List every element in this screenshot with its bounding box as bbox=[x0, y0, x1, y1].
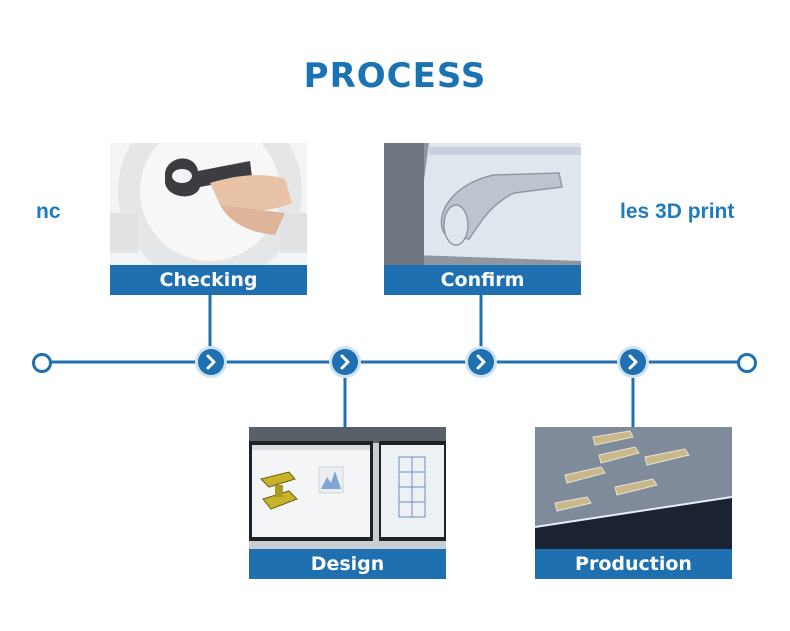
checking-photo bbox=[110, 143, 307, 265]
step-label-production: Production bbox=[535, 549, 732, 579]
step-label-checking: Checking bbox=[110, 265, 307, 295]
design-photo bbox=[249, 427, 446, 549]
timeline-start-ring-icon bbox=[32, 353, 52, 373]
chevron-right-icon bbox=[620, 349, 646, 375]
step-card-checking: Checking bbox=[110, 143, 307, 295]
confirm-photo bbox=[384, 143, 581, 265]
page-title: PROCESS bbox=[303, 56, 487, 96]
step-label-design: Design bbox=[249, 549, 446, 579]
step-card-production: Production bbox=[535, 427, 732, 579]
step-label-confirm: Confirm bbox=[384, 265, 581, 295]
background-text-right: les 3D print bbox=[620, 200, 735, 223]
background-text-left: nс bbox=[36, 200, 61, 223]
chevron-right-icon bbox=[332, 349, 358, 375]
chevron-right-icon bbox=[468, 349, 494, 375]
step-card-confirm: Confirm bbox=[384, 143, 581, 295]
timeline-end-ring-icon bbox=[737, 353, 757, 373]
production-photo bbox=[535, 427, 732, 549]
chevron-right-icon bbox=[198, 349, 224, 375]
step-card-design: Design bbox=[249, 427, 446, 579]
